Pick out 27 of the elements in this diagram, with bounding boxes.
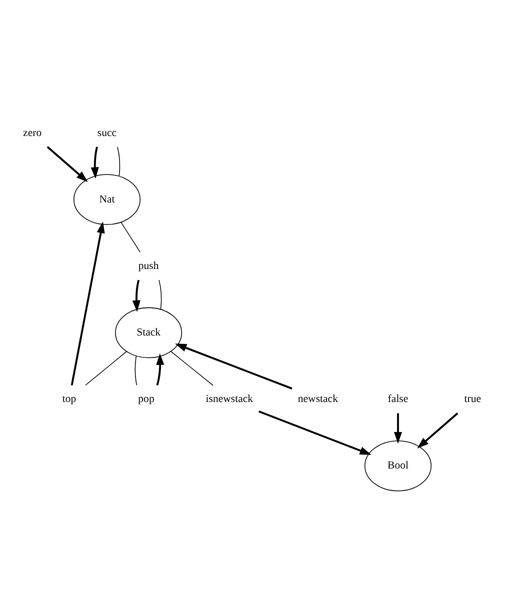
connector [134,355,138,386]
arrow [132,279,140,312]
connector [170,350,214,386]
node-text: succ [97,126,117,138]
connector [120,221,140,252]
arrow [258,410,372,454]
node-text: top [62,392,76,405]
node-text: newstack [298,392,338,405]
arrow [156,352,164,385]
node-ellipse: Stack [115,306,182,358]
node-text: true [464,392,482,405]
node-text: push [138,259,159,272]
arrow [70,221,105,386]
connector [117,146,120,176]
node-ellipse: Bool [364,440,432,491]
arrow [417,412,458,448]
arrow [174,343,292,389]
node-ellipse: Nat [74,174,140,224]
arrow [46,146,88,182]
arrow [90,146,99,178]
arrow [394,412,402,444]
node-text: zero [23,126,42,138]
node-text: pop [138,392,154,405]
node-text: isnewstack [206,392,254,405]
node-text: false [388,392,408,405]
connector [85,350,127,386]
connector [158,279,162,310]
